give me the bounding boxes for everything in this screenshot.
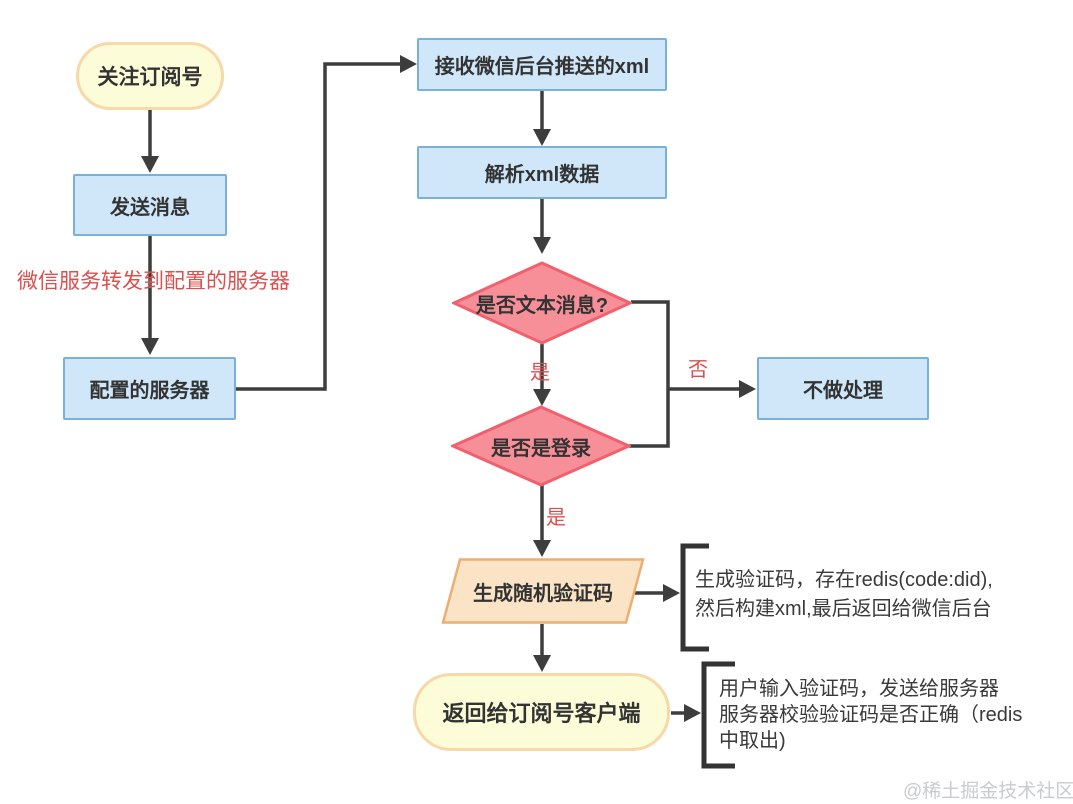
node-receive-xml: 接收微信后台推送的xml — [417, 38, 667, 91]
decision-is-login: 是否是登录 — [451, 405, 631, 487]
watermark: @稀土掘金技术社区 — [903, 781, 1073, 802]
edge-config-to-receive — [236, 62, 402, 391]
edge-note-forward: 微信服务转发到配置的服务器 — [17, 270, 290, 293]
io-generate-code: 生成随机验证码 — [441, 558, 645, 624]
node-start-label: 关注订阅号 — [97, 66, 203, 89]
node-no-action: 不做处理 — [757, 357, 929, 420]
arrowhead — [533, 540, 551, 557]
arrowhead — [141, 338, 159, 355]
node-return-to-client: 返回给订阅号客户端 — [413, 673, 670, 751]
arrowhead — [739, 380, 756, 398]
io-generate-code-label: 生成随机验证码 — [473, 582, 613, 605]
annotation-return-note-line2: 服务器校验验证码是否正确（redis — [719, 704, 1023, 726]
annotation-generate-note-line1: 生成验证码，存在redis(code:did), — [695, 569, 993, 591]
node-send-message-label: 发送消息 — [110, 196, 190, 219]
arrowhead — [684, 704, 701, 722]
arrowhead — [400, 55, 417, 73]
diamond-shape — [452, 261, 632, 345]
annotation-return-note: 用户输入验证码，发送给服务器 服务器校验验证码是否正确（redis 中取出) — [719, 676, 1022, 754]
annotation-generate-note: 生成验证码，存在redis(code:did), 然后构建xml,最后返回给微信… — [695, 566, 993, 624]
node-send-message: 发送消息 — [73, 174, 227, 236]
arrowhead — [533, 389, 551, 406]
arrowhead — [533, 237, 551, 254]
node-no-action-label: 不做处理 — [803, 380, 883, 402]
node-parse-xml-label: 解析xml数据 — [484, 164, 600, 186]
edge-no-branch-rail — [629, 300, 670, 448]
arrowhead — [533, 129, 551, 146]
annotation-generate-note-line2: 然后构建xml,最后返回给微信后台 — [695, 598, 992, 620]
decision-is-text-message-label: 是否文本消息? — [475, 294, 609, 317]
node-return-to-client-label: 返回给订阅号客户端 — [442, 701, 641, 726]
bracket-return-note — [701, 661, 735, 769]
node-config-server-label: 配置的服务器 — [89, 380, 210, 402]
node-receive-xml-label: 接收微信后台推送的xml — [434, 56, 650, 78]
annotation-return-note-line3: 中取出) — [719, 730, 786, 752]
node-parse-xml: 解析xml数据 — [417, 146, 667, 199]
parallelogram-shape — [441, 558, 645, 624]
arrowhead — [141, 156, 159, 173]
node-start: 关注订阅号 — [76, 42, 224, 110]
node-config-server: 配置的服务器 — [63, 357, 236, 420]
edge-label-no1: 否 — [688, 359, 708, 381]
decision-is-text-message: 是否文本消息? — [452, 261, 632, 345]
edge-label-yes1: 是 — [530, 362, 550, 384]
diamond-shape — [451, 405, 631, 487]
arrowhead — [533, 655, 551, 672]
arrowhead — [663, 584, 680, 602]
bracket-generate-note — [680, 543, 709, 652]
decision-is-login-label: 是否是登录 — [491, 437, 591, 460]
annotation-return-note-line1: 用户输入验证码，发送给服务器 — [719, 678, 999, 700]
edge-label-yes2: 是 — [546, 507, 566, 529]
